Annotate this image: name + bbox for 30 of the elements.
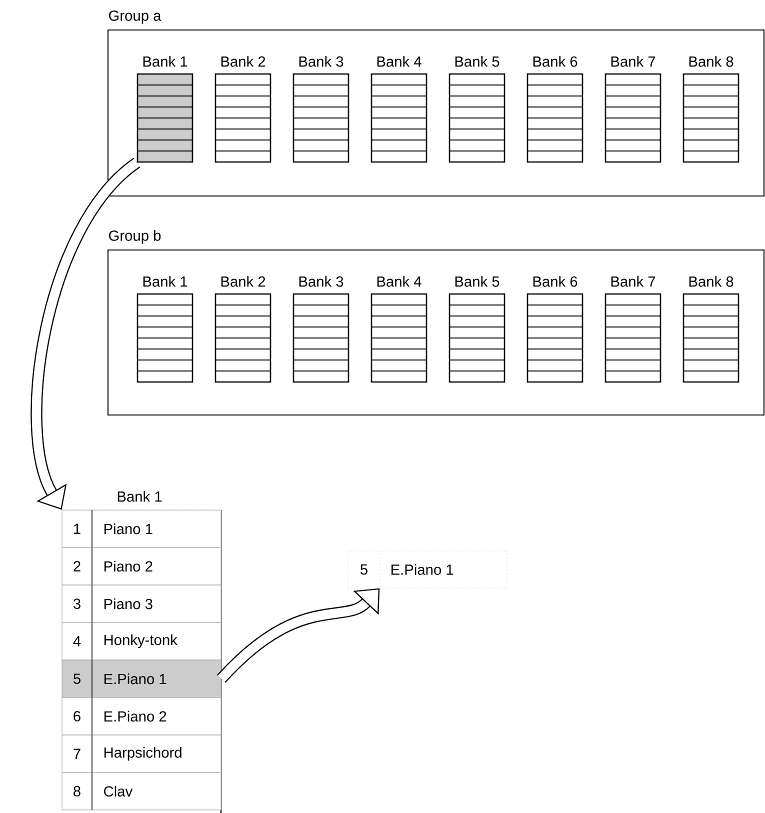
bank-label: Bank 4 [377, 56, 422, 67]
selected-entry-box: 5 E.Piano 1 [348, 550, 508, 588]
group-label: Group b [109, 230, 161, 244]
bank-label: Bank 1 [143, 56, 188, 67]
bank-label: Bank 6 [533, 56, 578, 67]
table-row: 2 Piano 2 [62, 547, 222, 586]
table-row: 4 Honky-tonk [62, 622, 222, 660]
table-row: 8 Clav [62, 772, 222, 810]
bank-label: Bank 4 [377, 276, 422, 287]
curved-arrow [30, 158, 141, 510]
bank-label: Bank 5 [455, 276, 500, 287]
bank-label: Bank 2 [221, 276, 266, 287]
bank-label: Bank 2 [221, 56, 266, 67]
table-row: 6 E.Piano 2 [62, 697, 222, 736]
bank-label: Bank 1 [143, 276, 188, 287]
table-row: 7 Harpsichord [62, 734, 222, 773]
bank-label: Bank 8 [689, 276, 734, 287]
bank-label: Bank 3 [299, 276, 344, 287]
table-row: 5 E.Piano 1 [62, 660, 222, 698]
bank-label: Bank 3 [299, 56, 344, 67]
bank-label: Bank 7 [611, 276, 656, 287]
bank-label: Bank 6 [533, 276, 578, 287]
table-row: 3 Piano 3 [62, 584, 222, 623]
table-heading: Bank 1 [118, 490, 162, 502]
table-row: 1 Piano 1 [62, 510, 222, 548]
group-label: Group a [109, 10, 162, 24]
curved-arrow [217, 588, 380, 683]
bank-label: Bank 8 [689, 56, 734, 67]
bank-label: Bank 5 [455, 56, 500, 67]
bank-label: Bank 7 [611, 56, 656, 67]
